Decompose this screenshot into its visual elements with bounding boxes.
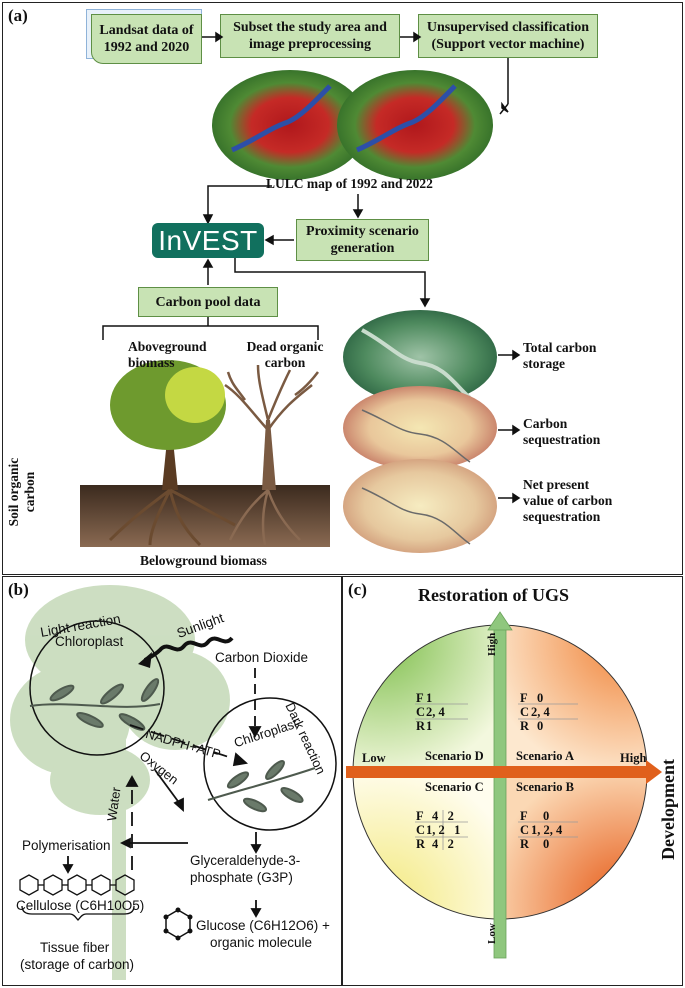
npv-map-river <box>361 487 471 545</box>
development-axis-bar <box>346 766 648 778</box>
dark-reaction-circle <box>203 697 337 831</box>
leaf-sprig-1 <box>29 678 161 731</box>
sunlight-wave <box>143 636 234 662</box>
development-high-label: High <box>620 751 647 765</box>
lulc-map-2022 <box>337 70 493 180</box>
scenario-d-r-letter: R <box>416 719 426 733</box>
carbon-dioxide-label: Carbon Dioxide <box>215 650 309 665</box>
scenario-a-r-letter: R <box>520 719 530 733</box>
live-tree-roots <box>108 488 236 547</box>
scenario-b-r-value: 0 <box>543 837 550 851</box>
scenario-b-f-letter: F <box>520 809 528 823</box>
scenario-c-r-letter: R <box>416 837 426 851</box>
chloroplast-label-1: Chloroplast <box>55 634 124 649</box>
panel-c-tag: (c) <box>348 580 367 599</box>
restoration-title: Restoration of UGS <box>418 585 569 605</box>
scenario-b-r-letter: R <box>520 837 530 851</box>
npv-carbon-sequestration-label: Net present value of carbon sequestratio… <box>523 477 613 524</box>
scenario-a-f-letter: F <box>520 691 528 705</box>
sunlight-arrowhead <box>138 652 152 668</box>
npv-map <box>343 459 497 553</box>
polymerisation-label: Polymerisation <box>22 838 111 853</box>
development-axis-head <box>646 760 662 784</box>
panel-a-tag: (a) <box>8 6 28 25</box>
scenario-d-r-value: 1 <box>426 719 433 733</box>
quadrant-c <box>353 772 500 919</box>
unsupervised-classification-box: Unsupervised classification (Support vec… <box>418 14 598 58</box>
scenario-b-c-value: 1, 2, 4 <box>531 823 563 837</box>
scenario-b-c-letter: C <box>520 823 530 837</box>
g3p-label-line2: phosphate (G3P) <box>190 870 293 885</box>
scenario-c-f-letter: F <box>416 809 424 823</box>
leaf-sprig-2 <box>207 760 316 813</box>
scenario-a-c-value: 2, 4 <box>531 705 550 719</box>
lulc-map-label: LULC map of 1992 and 2022 <box>266 176 433 191</box>
seq-map-river <box>361 409 471 463</box>
soil-ground <box>80 485 330 547</box>
landsat-data-box: Landsat data of 1992 and 2020 <box>91 14 202 64</box>
dead-organic-carbon-label: Dead organic carbon <box>246 339 324 370</box>
scenario-b-name: Scenario B <box>516 780 574 794</box>
scenario-c-f-value: 4 2 <box>432 809 454 823</box>
light-reaction-circle <box>29 620 165 756</box>
scenario-c-c-letter: C <box>416 823 426 837</box>
scenario-a-c-letter: C <box>520 705 530 719</box>
scenario-c-r-value: 4 2 <box>432 837 454 851</box>
panel-b-tag: (b) <box>8 580 29 599</box>
scenario-d-c-letter: C <box>416 705 426 719</box>
proximity-scenario-box: Proximity scenario generation <box>296 219 429 261</box>
dead-tree-branches <box>224 364 319 431</box>
cellulose-hexagons <box>19 874 135 896</box>
lulc-river-2022 <box>356 84 457 153</box>
restoration-axis-bar <box>493 627 507 959</box>
live-tree-canopy-highlight <box>165 367 225 423</box>
cellulose-label: Cellulose (C6H10O5) <box>16 898 145 913</box>
scenario-b-f-value: 0 <box>543 809 550 823</box>
development-axis-label: Development <box>658 759 678 860</box>
restoration-axis-head <box>487 611 513 631</box>
aboveground-biomass-label: Aboveground biomass <box>128 339 207 370</box>
lulc-river-1992 <box>231 84 332 153</box>
subset-preprocessing-box: Subset the study area and image preproce… <box>220 14 400 58</box>
glucose-atoms <box>163 907 193 941</box>
pool-bracket <box>102 325 319 340</box>
scenario-d-f-letter: F <box>416 691 424 705</box>
scenario-a-r-value: 0 <box>537 719 544 733</box>
restoration-high-label: High <box>486 632 498 656</box>
tissue-fiber-label-line1: Tissue fiber <box>40 940 110 955</box>
total-carbon-map <box>343 310 497 404</box>
carbon-pool-box: Carbon pool data <box>138 287 278 317</box>
panel-b-arrows <box>62 668 262 918</box>
carbon-map-river <box>361 328 472 400</box>
scenario-table-lines <box>415 703 578 850</box>
scenario-c-name: Scenario C <box>425 780 484 794</box>
dead-tree-roots <box>228 489 301 546</box>
tissue-fiber-label-line2: (storage of carbon) <box>20 957 135 972</box>
carbon-sequestration-label: Carbon sequestration <box>523 416 601 447</box>
dead-tree-trunk <box>262 420 276 490</box>
g3p-label-line1: Glyceraldehyde-3- <box>190 853 301 868</box>
development-low-label: Low <box>362 751 386 765</box>
carbon-sequestration-map <box>343 386 497 470</box>
belowground-biomass-label: Belowground biomass <box>140 553 267 568</box>
glucose-label-line2: organic molecule <box>210 935 313 950</box>
live-tree-trunk <box>162 430 178 490</box>
scenario-a-name: Scenario A <box>516 749 574 763</box>
scenario-d-f-value: 1 <box>426 691 433 705</box>
background-tree <box>10 585 230 980</box>
tissue-bracket <box>21 905 135 921</box>
scenario-c-c-value: 1, 2 1 <box>426 823 461 837</box>
glucose-label-line1: Glucose (C6H12O6) + <box>196 918 330 933</box>
scenario-a-f-value: 0 <box>537 691 544 705</box>
lulc-map-1992 <box>212 70 368 180</box>
scenario-d-c-value: 2, 4 <box>426 705 445 719</box>
panel-a-arrows <box>202 31 521 504</box>
restoration-low-label: Low <box>486 923 498 944</box>
total-carbon-storage-label: Total carbon storage <box>523 340 597 371</box>
invest-logo: InVEST <box>152 223 264 258</box>
scenario-d-name: Scenario D <box>425 749 484 763</box>
